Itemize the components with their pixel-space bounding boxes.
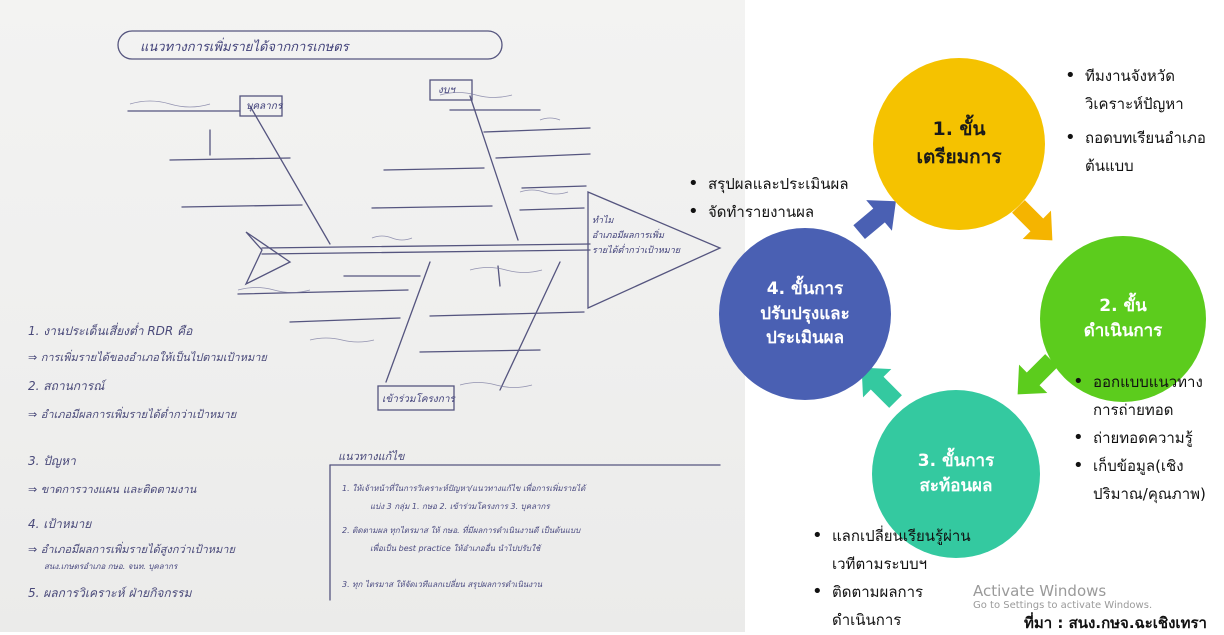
guide-item-2b: เพื่อเป็น best practice ให้อำเภออื่น นำไ… — [370, 544, 541, 553]
arrow-step2-to-step3 — [1017, 354, 1058, 395]
summary-item-3b: ⇒ ขาดการวางแผน และติดตามงาน — [28, 483, 197, 496]
summary-item-5: 5. ผลการวิเคราะห์ ฝ่ายกิจกรรม — [28, 586, 192, 600]
bullet-item: เก็บข้อมูล(เชิงปริมาณ/คุณภาพ) — [1073, 452, 1206, 508]
summary-item-1b: ⇒ การเพิ่มรายได้ของอำเภอให้เป็นไปตามเป้า… — [28, 351, 267, 364]
bullet-item: จัดทำรายงานผล — [688, 198, 849, 226]
guide-item-2: 2. ติดตามผล ทุกไตรมาส ให้ กษอ. ที่มีผลกา… — [342, 526, 581, 535]
arrow-step3-to-step4 — [861, 367, 902, 408]
watermark-subtitle: Go to Settings to activate Windows. — [973, 600, 1153, 611]
fish-head-text: ทำไม อำเภอมีผลการเพิ่ม รายได้ต่ำกว่าเป้า… — [592, 216, 681, 256]
handwritten-worksheet-photo: แนวทางการเพิ่มรายได้จากการเกษตร บุคลากร … — [0, 0, 745, 632]
step-2-label: 2. ขั้น ดำเนินการ — [1083, 296, 1163, 341]
summary-item-3: 3. ปัญหา — [28, 454, 76, 468]
bullet-item: ถ่ายทอดความรู้ — [1073, 424, 1206, 452]
arrow-step1-to-step2 — [1012, 200, 1053, 241]
box-label-budget: งบฯ — [438, 85, 455, 96]
source-credit: ที่มา : สนง.กษจ.ฉะเชิงเทรา — [1024, 614, 1207, 632]
step-3-label: 3. ขั้นการ สะท้อนผล — [917, 451, 995, 496]
worksheet-title: แนวทางการเพิ่มรายได้จากการเกษตร — [140, 40, 349, 55]
summary-item-4c: สนง.เกษตรอำเภอ กษอ. จนท. บุคลากร — [44, 562, 178, 571]
step-1-label: 1. ขั้น เตรียมการ — [916, 118, 1002, 168]
box-label-project: เข้าร่วมโครงการ — [382, 394, 455, 405]
box-label-personnel: บุคลากร — [246, 101, 283, 112]
guide-item-3: 3. ทุก ไตรมาส ให้จัดเวทีแลกเปลี่ยน สรุปผ… — [342, 580, 543, 589]
windows-activation-watermark: Activate Windows Go to Settings to activ… — [973, 582, 1152, 612]
fishbone-sketch — [117, 30, 722, 601]
summary-item-2b: ⇒ อำเภอมีผลการเพิ่มรายได้ต่ำกว่าเป้าหมาย — [28, 408, 237, 421]
watermark-title: Activate Windows — [973, 582, 1107, 600]
bullet-item: สรุปผลและประเมินผล — [688, 170, 848, 198]
guide-item-1: 1. ให้เจ้าหน้าที่ในการวิเคราะห์ปัญหา/แนว… — [342, 484, 586, 493]
bullet-item: ทีมงานจังหวัดวิเคราะห์ปัญหา — [1065, 62, 1206, 118]
step-4-bullets: สรุปผลและประเมินผล จัดทำรายงานผล — [688, 170, 849, 226]
guide-title: แนวทางแก้ไข — [338, 450, 405, 463]
step-4-label: 4. ขั้นการ ปรับปรุงและ ประเมินผล — [760, 279, 850, 349]
step-1-preparation: 1. ขั้น เตรียมการ — [873, 58, 1045, 230]
summary-item-1: 1. งานประเด็นเสี่ยงต่ำ RDR คือ — [28, 324, 193, 338]
step-4-improve-evaluate: 4. ขั้นการ ปรับปรุงและ ประเมินผล — [719, 228, 891, 400]
summary-item-4b: ⇒ อำเภอมีผลการเพิ่มรายได้สูงกว่าเป้าหมาย — [28, 543, 235, 556]
summary-item-4: 4. เป้าหมาย — [28, 517, 92, 531]
summary-item-2: 2. สถานการณ์ — [28, 379, 105, 393]
guide-item-1b: แบ่ง 3 กลุ่ม 1. กษอ 2. เข้าร่วมโครงการ 3… — [370, 502, 550, 511]
step-1-bullets: ทีมงานจังหวัดวิเคราะห์ปัญหา ถอดบทเรียนอำ… — [1065, 62, 1206, 180]
arrow-step4-to-step1 — [853, 200, 896, 240]
